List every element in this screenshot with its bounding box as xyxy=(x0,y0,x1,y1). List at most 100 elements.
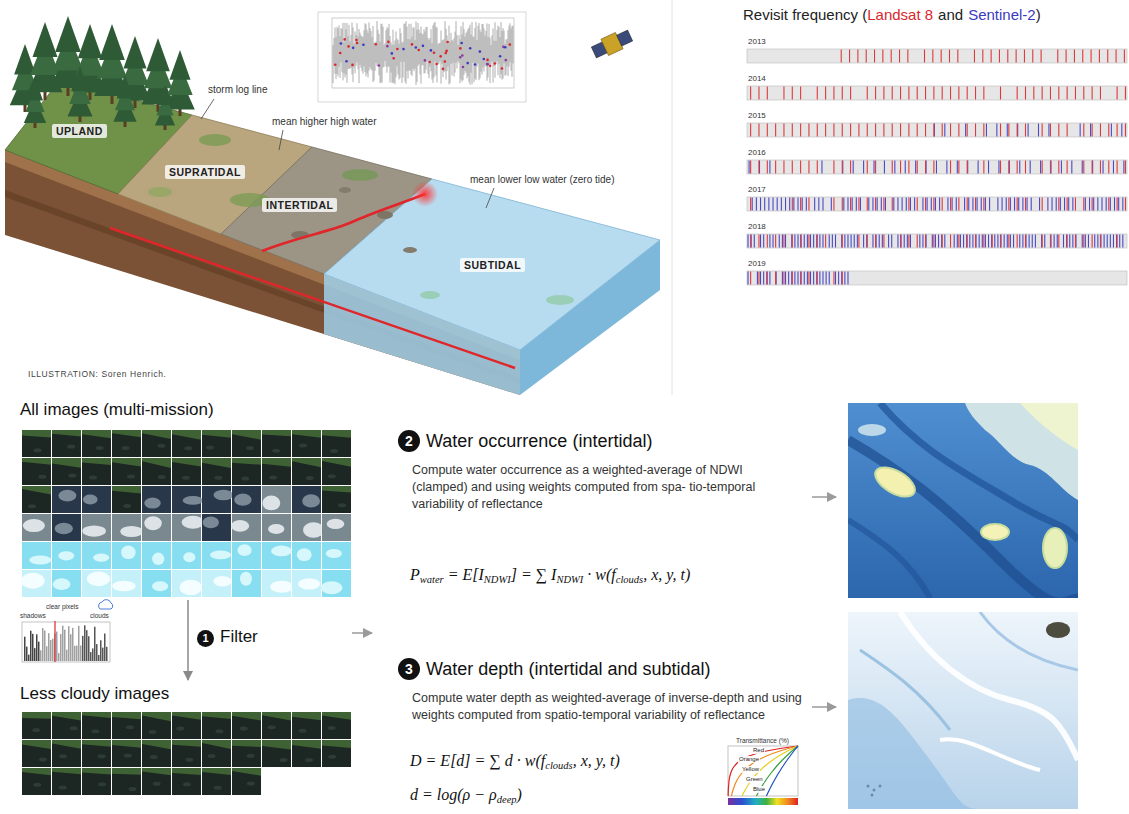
histogram-bar xyxy=(50,640,52,661)
tide-series xyxy=(510,23,511,62)
sentinel-pass xyxy=(1072,198,1073,211)
tree xyxy=(99,24,125,60)
landsat-pass xyxy=(775,124,776,137)
landsat-pass xyxy=(1017,161,1018,174)
sentinel-pass xyxy=(1050,235,1051,248)
landsat-pass xyxy=(808,198,809,211)
thumbnail xyxy=(82,514,111,541)
thumbnail xyxy=(172,740,201,767)
thumbnail xyxy=(298,578,320,589)
landsat-pass xyxy=(942,124,943,137)
landsat-pass xyxy=(942,198,943,211)
year-label: 2016 xyxy=(748,148,766,157)
sentinel-pass xyxy=(772,235,773,248)
sentinel-pass xyxy=(1013,235,1014,248)
landsat-pass xyxy=(1067,87,1068,100)
tide-series xyxy=(511,28,512,70)
sentinel-pass xyxy=(835,272,836,285)
year-bar xyxy=(747,86,1127,100)
sentinel-pass xyxy=(872,235,873,248)
sentinel-pass xyxy=(901,235,902,248)
landsat-pass xyxy=(867,235,868,248)
thumbnail xyxy=(246,446,254,450)
formula-part: · w(f xyxy=(587,566,615,583)
land xyxy=(1020,403,1078,450)
observation-dot xyxy=(424,59,427,62)
coast-block xyxy=(5,80,660,395)
tide-series xyxy=(507,39,508,66)
sentinel-pass xyxy=(1054,235,1055,248)
thumbnail xyxy=(202,712,231,719)
thumbnail xyxy=(22,740,51,767)
tide-series xyxy=(338,29,339,77)
landsat-pass xyxy=(800,87,801,100)
sentinel-pass xyxy=(785,198,786,211)
landsat-pass xyxy=(892,161,893,174)
sentinel-pass xyxy=(759,161,760,174)
thumbnail xyxy=(262,430,291,436)
threshold-line xyxy=(54,621,55,662)
sentinel-pass xyxy=(760,272,761,285)
observation-dot xyxy=(459,47,462,50)
tree xyxy=(169,50,190,80)
step-number: 3 xyxy=(398,658,420,680)
sentinel-pass xyxy=(847,198,848,211)
sentinel-pass xyxy=(782,272,783,285)
thumbnail xyxy=(247,781,255,785)
sentinel-pass xyxy=(1100,235,1101,248)
landsat-pass xyxy=(842,272,843,285)
tide-series xyxy=(350,41,351,68)
landsat-pass xyxy=(875,198,876,211)
thumbnail xyxy=(210,550,231,559)
sentinel-pass xyxy=(854,235,855,248)
sentinel-pass xyxy=(989,198,990,211)
sentinel-pass xyxy=(927,198,928,211)
tide-series xyxy=(355,32,356,74)
sentinel-pass xyxy=(1092,161,1093,174)
channel xyxy=(880,403,1078,540)
thumbnail xyxy=(202,712,231,739)
tide-series xyxy=(427,27,428,62)
landsat-pass xyxy=(783,161,784,174)
landsat-pass xyxy=(958,235,959,248)
landsat-pass xyxy=(917,124,918,137)
landsat-pass xyxy=(950,161,951,174)
year-bar xyxy=(747,160,1127,174)
thumbnail xyxy=(22,514,51,541)
thumbnail xyxy=(202,570,231,597)
landsat-pass xyxy=(1074,50,1075,63)
sentinel-pass xyxy=(1088,235,1089,248)
tide-series xyxy=(506,40,507,75)
thumbnail xyxy=(240,572,252,586)
tide-series xyxy=(421,26,422,83)
landsat-pass xyxy=(800,124,801,137)
tide-series xyxy=(385,43,386,61)
tide-series xyxy=(422,33,423,65)
thumbnail xyxy=(232,768,261,795)
sentinel-pass xyxy=(888,235,889,248)
histogram-bar xyxy=(30,631,32,661)
leader-line xyxy=(279,130,283,150)
landsat-pass xyxy=(1058,87,1059,100)
tide-series xyxy=(486,31,487,67)
thumbnail xyxy=(292,430,321,457)
tide-series xyxy=(439,43,440,64)
curve-label: Yellow xyxy=(741,766,760,773)
year-bar xyxy=(747,49,1127,63)
tide-series xyxy=(418,23,419,66)
thumbnail xyxy=(112,430,141,457)
landsat-pass xyxy=(1025,124,1026,137)
tide-series xyxy=(410,39,411,70)
thumbnail xyxy=(270,581,293,593)
sentinel-pass xyxy=(1094,235,1095,248)
tide-series xyxy=(381,24,382,83)
sentinel-pass xyxy=(1064,198,1065,211)
tide-series xyxy=(508,30,509,76)
landsat-pass xyxy=(967,235,968,248)
thumbnail xyxy=(112,581,135,592)
sentinel-pass xyxy=(926,161,927,174)
landsat-pass xyxy=(1117,198,1118,211)
landsat-pass xyxy=(1042,235,1043,248)
sentinel-pass xyxy=(873,161,874,174)
thumbnail xyxy=(22,458,51,465)
